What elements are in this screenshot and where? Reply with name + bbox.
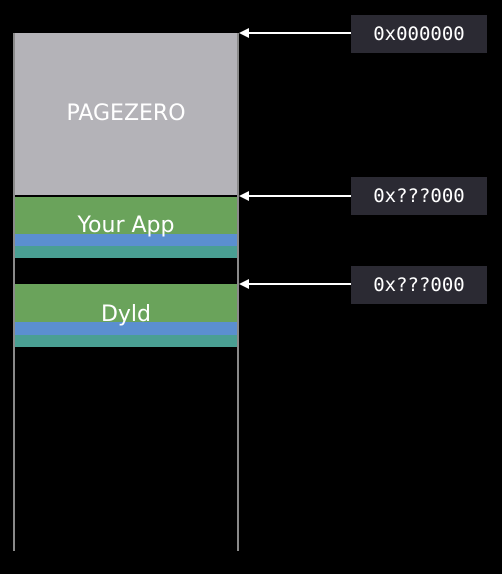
dyld-segment-text — [15, 284, 237, 322]
arrow-left-icon — [239, 190, 351, 202]
pagezero-label: PAGEZERO — [66, 101, 186, 126]
dyld-label: Dyld — [100, 302, 152, 327]
app-segment-linkedit — [15, 246, 237, 258]
arrow-left-icon — [239, 27, 351, 39]
dyld-segment-data — [15, 322, 237, 335]
pagezero-segment — [15, 33, 237, 195]
address-label-base: 0x000000 — [351, 15, 487, 53]
address-label-dyld: 0x???000 — [351, 266, 487, 304]
memory-column-right-border — [237, 33, 239, 551]
dyld-segment-linkedit — [15, 335, 237, 347]
memory-column-left-border — [13, 33, 15, 551]
arrow-left-icon — [239, 278, 351, 290]
address-label-app: 0x???000 — [351, 177, 487, 215]
app-segment-data — [15, 234, 237, 246]
app-label: Your App — [77, 213, 175, 238]
app-segment-text — [15, 197, 237, 234]
